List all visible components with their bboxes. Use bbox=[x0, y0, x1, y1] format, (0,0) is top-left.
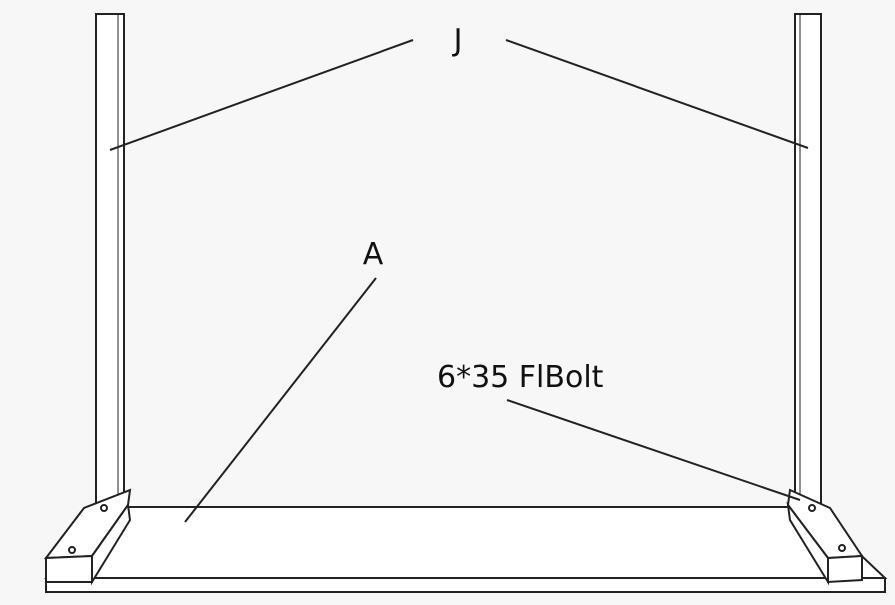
bolt-hole-icon bbox=[100, 504, 108, 512]
bracket-right-side bbox=[786, 501, 829, 586]
bolt-hole-icon bbox=[838, 544, 846, 552]
leader-j-right bbox=[505, 39, 809, 149]
label-bolt: 6*35 FlBolt bbox=[437, 360, 604, 395]
leader-lines bbox=[109, 39, 809, 523]
bracket-left-side bbox=[91, 502, 132, 586]
label-j: J bbox=[452, 23, 463, 58]
panel-a-top-face bbox=[44, 506, 888, 579]
foot-bracket-left bbox=[43, 488, 132, 586]
panel-a bbox=[44, 506, 888, 593]
bolt-hole-icon bbox=[68, 546, 76, 554]
foot-bracket-right bbox=[786, 488, 864, 586]
leg-j-right-post bbox=[794, 13, 822, 505]
leg-j-left-post bbox=[95, 13, 125, 505]
leader-bolt bbox=[506, 399, 801, 501]
bolt-hole-icon bbox=[808, 504, 816, 512]
bracket-right-front bbox=[827, 554, 863, 584]
bracket-left-front bbox=[45, 554, 93, 583]
leg-j-right bbox=[794, 13, 822, 505]
leader-j-left bbox=[109, 39, 414, 151]
panel-a-front-edge bbox=[45, 577, 886, 593]
leg-j-left bbox=[95, 13, 125, 505]
leader-a bbox=[184, 277, 377, 523]
label-a: A bbox=[363, 237, 384, 272]
